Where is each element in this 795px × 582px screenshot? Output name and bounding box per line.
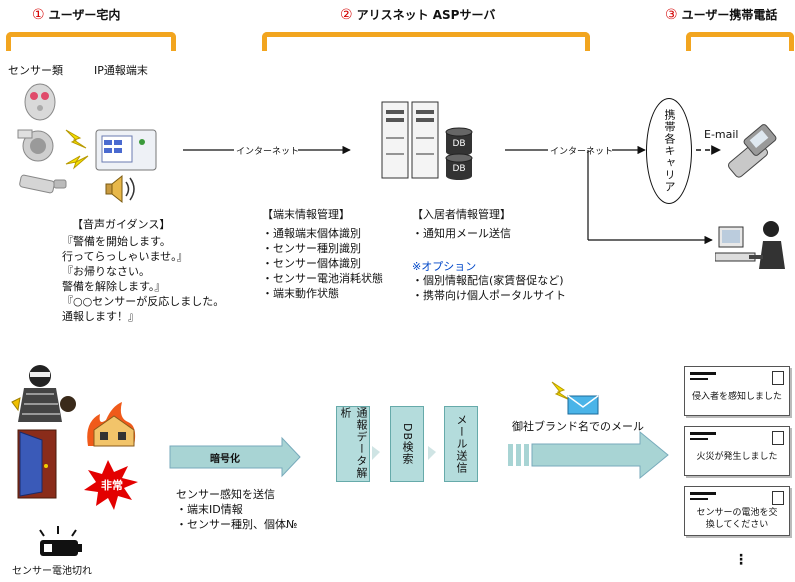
- phone-message-card: 侵入者を感知しました: [684, 366, 790, 416]
- brace-user-home: [6, 32, 176, 51]
- resident-mgmt-item: ・通知用メール送信: [412, 227, 511, 240]
- db-label: DB: [452, 164, 465, 174]
- header-label: ユーザー宅内: [48, 8, 121, 22]
- emergency-burst-icon: 非常: [84, 460, 138, 510]
- db-label: DB: [452, 139, 465, 149]
- header-number: ①: [32, 7, 45, 23]
- terminal-mgmt-item: ・センサー個体識別: [262, 257, 361, 270]
- terminal-mgmt-list: ・通報端末個体識別 ・センサー種別識別 ・センサー個体識別 ・センサー電池消耗状…: [262, 226, 383, 301]
- voice-guide-lines: 『警備を開始します。 行ってらっしゃいませ。』 『お帰りなさい。 警備を解除しま…: [62, 234, 224, 324]
- terminal-mgmt-item: ・端末動作状態: [262, 287, 339, 300]
- event-icons-illustration: 非常: [11, 365, 138, 556]
- signal-bolt-icon: [65, 155, 89, 170]
- encrypt-label: 暗号化: [210, 454, 240, 465]
- phone-message-text: 火災が発生しました: [696, 452, 778, 462]
- mobile-phone-icon: [728, 124, 777, 178]
- option-item: ・個別情報配信(家賃督促など): [412, 274, 564, 287]
- internet-label-right: インターネット: [550, 147, 614, 157]
- header-label: ユーザー携帯電話: [681, 8, 778, 22]
- resident-mgmt-list: ・通知用メール送信: [412, 226, 511, 241]
- brand-mail-label: 御社ブランド名でのメール: [512, 420, 644, 433]
- home-devices-illustration: [17, 83, 157, 204]
- battery-empty-icon: [39, 526, 82, 556]
- door-sensor-icon: [19, 174, 67, 194]
- send-items: ・端末ID情報 ・センサー種別、個体№: [176, 502, 297, 532]
- voice-line: 行ってらっしゃいませ。』: [62, 250, 188, 263]
- option-item: ・携帯向け個人ポータルサイト: [412, 289, 566, 302]
- process-flow-arrows: [169, 430, 669, 480]
- asp-servers-illustration: DB DB: [381, 101, 473, 180]
- signal-bolt-icon: [65, 129, 87, 149]
- pc-user-icon: [715, 221, 785, 269]
- header-number: ③: [665, 7, 678, 23]
- option-list: ・個別情報配信(家賃督促など) ・携帯向け個人ポータルサイト: [412, 273, 566, 303]
- ip-terminal-icon: [95, 129, 157, 171]
- terminal-mgmt-item: ・センサー種別識別: [262, 242, 361, 255]
- voice-line: 『お帰りなさい。: [62, 265, 150, 278]
- network-lines: [183, 145, 721, 245]
- terminal-mgmt-item: ・センサー電池消耗状態: [262, 272, 383, 285]
- more-indicator: ⋮: [734, 552, 748, 568]
- header-number: ②: [340, 7, 353, 23]
- brace-user-phone: [686, 32, 794, 51]
- burglar-icon: [11, 365, 76, 422]
- step-db-search: DB検索: [390, 406, 424, 482]
- send-item: ・センサー種別、個体№: [176, 518, 298, 531]
- step-label: メール送信: [455, 414, 468, 474]
- phone-message-card: センサーの電池を交換してください: [684, 486, 790, 536]
- voice-guide-title: 【音声ガイダンス】: [72, 218, 171, 231]
- carrier-label: 携帯各キャリア: [663, 109, 676, 193]
- fire-house-icon: [87, 402, 136, 447]
- step-label: 通報データ解析: [339, 407, 368, 479]
- terminal-mgmt-title: 【端末情報管理】: [262, 208, 350, 221]
- carrier-circle: 携帯各キャリア: [646, 98, 692, 204]
- voice-line: 警備を解除します。』: [62, 280, 166, 293]
- emergency-label: 非常: [101, 478, 123, 492]
- brace-asp-server: [262, 32, 590, 51]
- email-label: E-mail: [704, 128, 739, 141]
- voice-line: 『警備を開始します。: [62, 235, 171, 248]
- step-label: DB検索: [401, 422, 414, 466]
- mail-envelope-icon: [551, 381, 599, 415]
- open-door-icon: [17, 429, 57, 499]
- battery-low-label: センサー電池切れ: [12, 566, 92, 577]
- motion-sensor-icon: [17, 129, 54, 162]
- header-label: アリスネット ASPサーバ: [356, 8, 496, 22]
- phone-message-text: 侵入者を感知しました: [691, 392, 782, 402]
- option-title: ※オプション: [412, 260, 477, 273]
- phone-message-text: センサーの電池を交換してください: [696, 508, 778, 530]
- voice-line: 通報します！』: [62, 310, 139, 323]
- voice-line: 『○○センサーが反応しました。: [62, 295, 225, 308]
- terminal-label: IP通報端末: [94, 64, 148, 77]
- internet-label-left: インターネット: [236, 147, 300, 157]
- send-title: センサー感知を送信: [176, 488, 275, 501]
- server-rack-icon: [411, 101, 439, 179]
- send-item: ・端末ID情報: [176, 503, 243, 516]
- sensors-label: センサー類: [8, 64, 63, 77]
- remote-fob-icon: [24, 83, 56, 121]
- speaker-icon: [105, 174, 135, 204]
- database-icon: DB DB: [445, 127, 473, 180]
- resident-mgmt-title: 【入居者情報管理】: [412, 208, 511, 221]
- server-rack-icon: [381, 101, 409, 179]
- step-analyze: 通報データ解析: [336, 406, 370, 482]
- step-send-mail: メール送信: [444, 406, 478, 482]
- terminal-mgmt-item: ・通報端末個体識別: [262, 227, 361, 240]
- phone-message-card: 火災が発生しました: [684, 426, 790, 476]
